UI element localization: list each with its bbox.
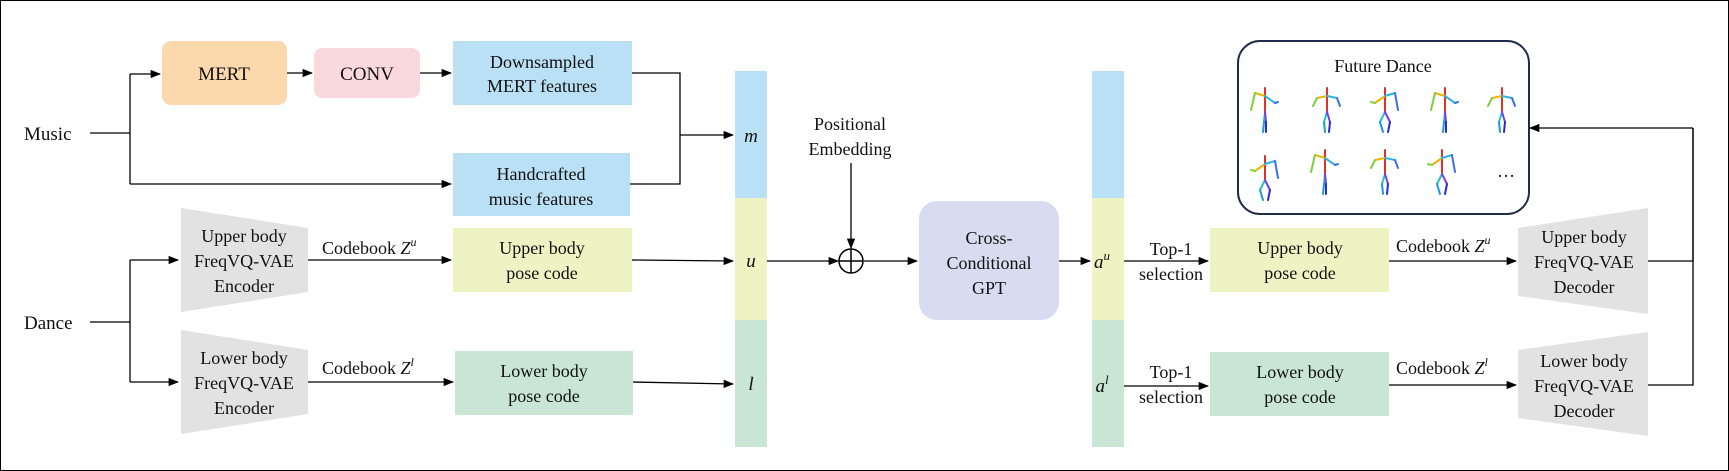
downsampled-line2: MERT features [487, 76, 597, 96]
gpt-line1: Cross- [965, 228, 1012, 248]
selection-upper-line2: selection [1139, 264, 1203, 284]
codebook-lower-decoder-label: Codebook Zl [1396, 355, 1489, 378]
lower-decoder-line3: Decoder [1554, 401, 1615, 421]
music-connectors [90, 68, 735, 189]
dance-figure-icon [1250, 155, 1279, 201]
output-upper-column [1092, 198, 1124, 320]
upper-pose-line2: pose code [506, 263, 577, 283]
dance-figure-icon [1250, 87, 1279, 133]
dance-figure-icon [1427, 149, 1456, 195]
output-upper-pose-line2: pose code [1264, 263, 1335, 283]
dance-figure-icon [1487, 87, 1516, 133]
handcrafted-line1: Handcrafted [497, 164, 586, 184]
selection-lower-line2: selection [1139, 387, 1203, 407]
dance-figure-icon [1310, 149, 1339, 195]
upper-pose-line1: Upper body [499, 238, 584, 258]
lower-decoder-line1: Lower body [1540, 351, 1627, 371]
mert-label: MERT [198, 64, 250, 85]
lower-body-encoder-trapezoid [181, 330, 308, 434]
output-lower-pose-code-block [1210, 352, 1389, 416]
music-input-label: Music [24, 124, 72, 145]
lower-encoder-line3: Encoder [214, 398, 274, 418]
output-upper-pose-line1: Upper body [1257, 238, 1342, 258]
lower-body-pose-code-block [455, 351, 633, 415]
codebook-lower-encoder-label: Codebook Zl [322, 355, 415, 378]
lower-decoder-line2: FreqVQ-VAE [1534, 376, 1634, 396]
upper-encoder-line3: Encoder [214, 276, 274, 296]
lower-token-column [735, 320, 767, 447]
al-token-label: al [1095, 372, 1109, 397]
lower-pose-line1: Lower body [500, 361, 587, 381]
upper-decoder-line1: Upper body [1541, 227, 1626, 247]
lower-body-decoder-trapezoid [1518, 332, 1648, 436]
lower-encoder-line2: FreqVQ-VAE [194, 373, 294, 393]
lower-encoder-line1: Lower body [200, 348, 287, 368]
upper-token-column [735, 198, 767, 320]
gpt-line3: GPT [972, 278, 1006, 298]
selection-lower-line1: Top-1 [1150, 362, 1193, 382]
handcrafted-music-features-block [453, 153, 630, 216]
dance-connectors [90, 255, 735, 388]
future-dance-ellipsis: … [1497, 161, 1515, 181]
future-dance-title: Future Dance [1334, 56, 1431, 76]
conv-block [314, 48, 420, 98]
upper-body-encoder-trapezoid [181, 208, 308, 312]
downsampled-line1: Downsampled [490, 52, 594, 72]
positional-connectors [767, 163, 919, 266]
upper-encoder-line2: FreqVQ-VAE [194, 251, 294, 271]
downsampled-mert-features-block [453, 41, 632, 105]
m-token-label: m [744, 126, 758, 147]
positional-line2: Embedding [809, 139, 892, 159]
conv-label: CONV [340, 64, 394, 85]
dance-input-label: Dance [24, 313, 73, 334]
codebook-upper-decoder-label: Codebook Zu [1396, 233, 1491, 256]
dance-figure-icon [1430, 87, 1459, 133]
upper-decoder-line2: FreqVQ-VAE [1534, 252, 1634, 272]
output-upper-pose-code-block [1210, 228, 1389, 292]
codebook-upper-encoder-label: Codebook Zu [322, 235, 417, 258]
lower-pose-line2: pose code [508, 386, 579, 406]
u-token-label: u [746, 251, 756, 272]
upper-body-decoder-trapezoid [1518, 208, 1648, 314]
handcrafted-line2: music features [489, 189, 593, 209]
add-operator-icon [838, 248, 864, 274]
selection-upper-line1: Top-1 [1150, 239, 1193, 259]
output-music-column [1092, 71, 1124, 198]
dance-figure-icon [1370, 87, 1399, 133]
mert-block [162, 41, 287, 105]
positional-line1: Positional [814, 114, 886, 134]
upper-decoder-line3: Decoder [1554, 277, 1615, 297]
au-token-label: au [1094, 248, 1111, 273]
cross-conditional-gpt-block [919, 201, 1059, 320]
upper-encoder-line1: Upper body [201, 226, 286, 246]
output-connectors [1124, 123, 1694, 391]
music-token-column [735, 71, 767, 198]
upper-body-pose-code-block [453, 228, 632, 292]
output-lower-pose-line2: pose code [1264, 387, 1335, 407]
gpt-line2: Conditional [947, 253, 1032, 273]
output-lower-column [1092, 320, 1124, 447]
l-token-label: l [748, 374, 753, 395]
dance-figure-icon [1312, 87, 1341, 133]
output-lower-pose-line1: Lower body [1256, 362, 1343, 382]
dance-figures [1250, 87, 1516, 201]
dance-figure-icon [1370, 149, 1399, 195]
